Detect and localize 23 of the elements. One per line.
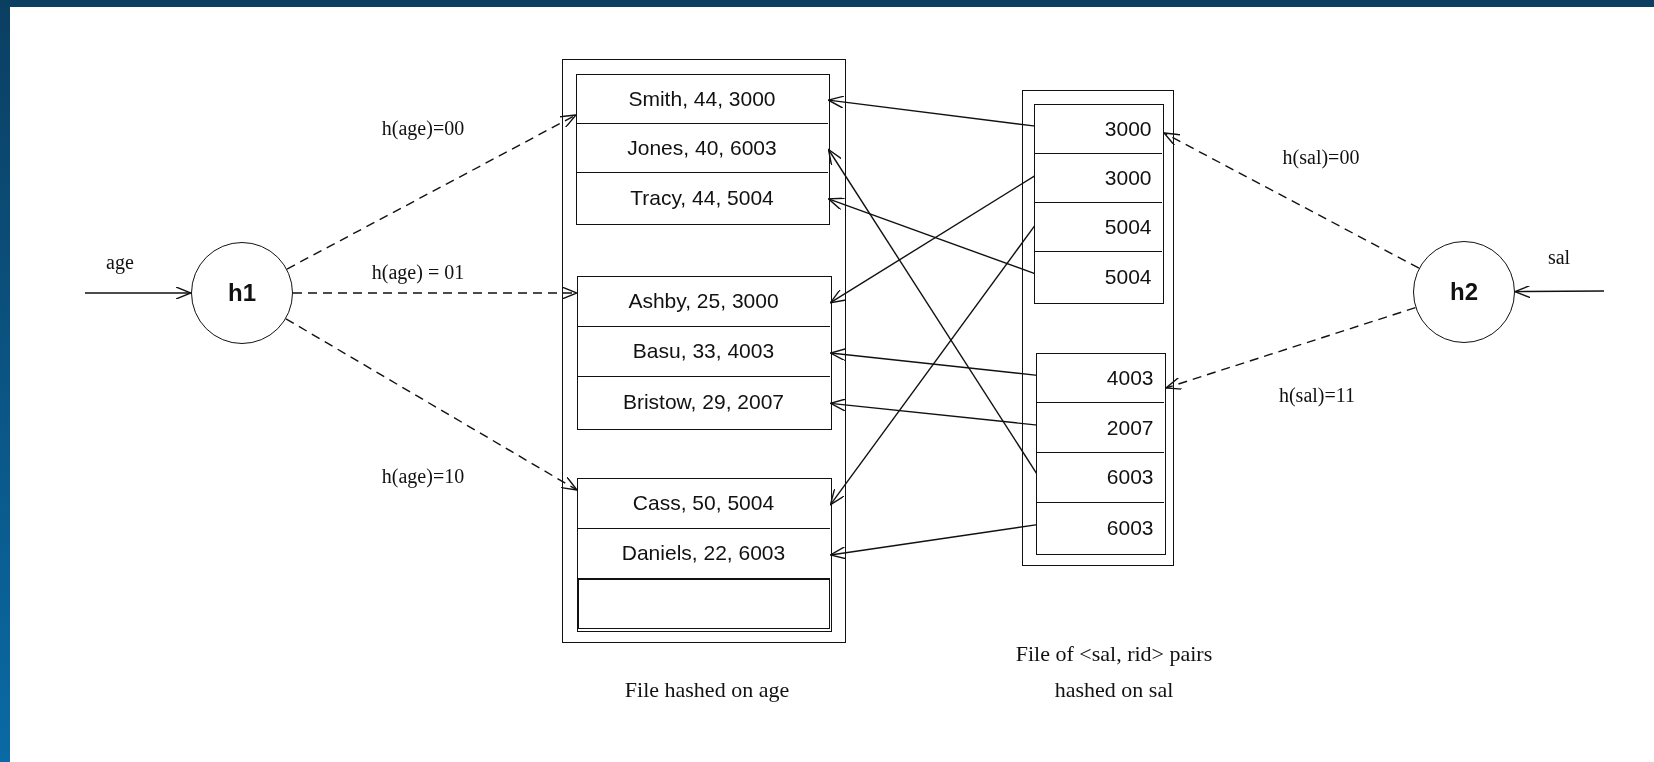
bucket-page-box	[576, 275, 832, 430]
file-caption: File of <sal, rid> pairs hashed on sal	[1014, 640, 1214, 704]
dashed-arrow	[292, 286, 578, 300]
dashed-arrow	[1165, 306, 1417, 390]
arrow	[84, 286, 192, 300]
empty-record-slot	[577, 579, 830, 630]
arrow	[829, 223, 1037, 506]
index-page-box	[1033, 103, 1164, 304]
arrow	[829, 174, 1037, 304]
bucket-page-box	[576, 477, 832, 632]
arrow	[829, 398, 1039, 426]
arrow	[829, 347, 1039, 377]
arrow	[1514, 284, 1605, 299]
arrow	[827, 148, 1039, 476]
index-page-box	[1035, 352, 1166, 555]
file-box	[1022, 90, 1174, 566]
dashed-arrow	[1163, 132, 1420, 269]
file-caption: File hashed on age	[623, 676, 791, 704]
file-box	[562, 59, 846, 643]
arrow	[827, 95, 1037, 127]
dashed-arrow	[285, 318, 578, 491]
dashed-arrow	[286, 114, 577, 270]
bucket-page-box	[575, 73, 830, 225]
